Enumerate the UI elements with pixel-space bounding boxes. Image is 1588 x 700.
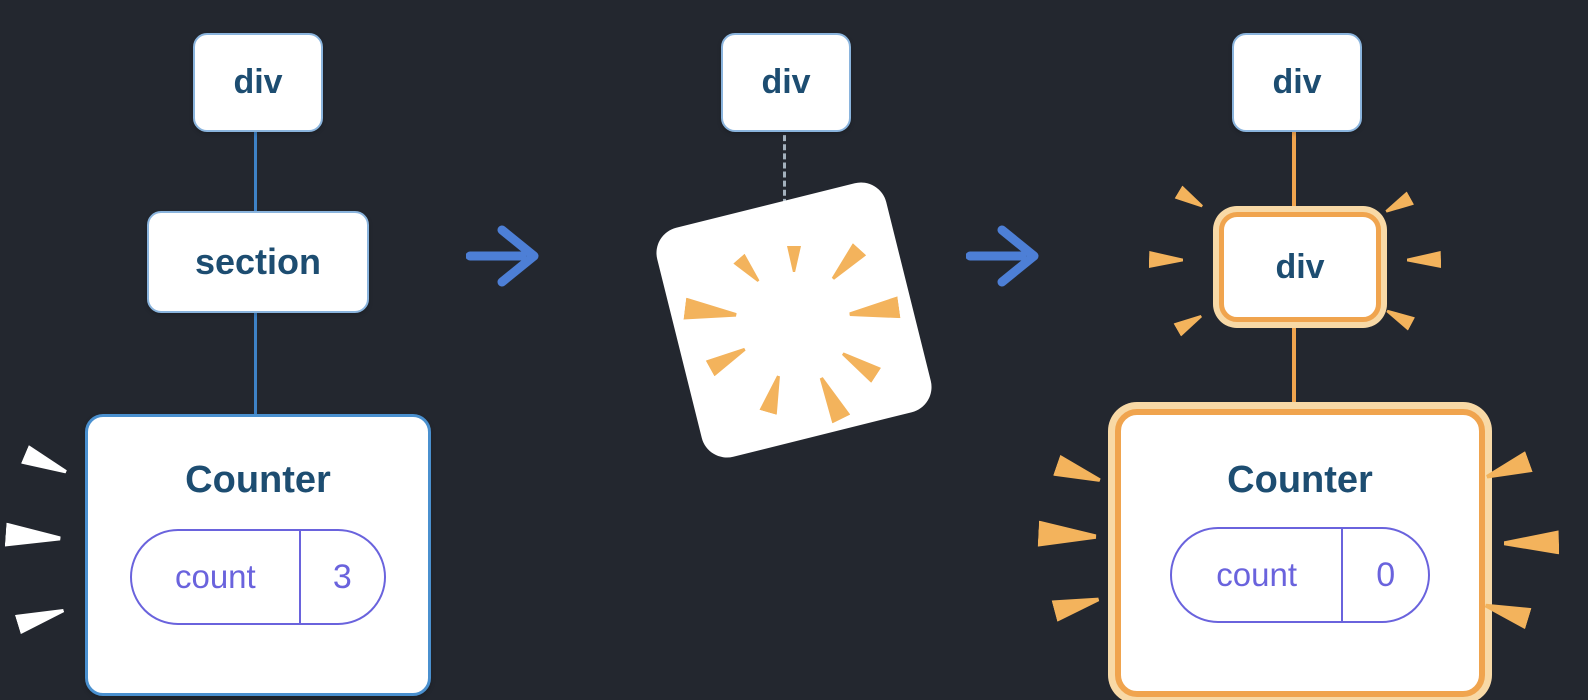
tree-edge-div-section — [254, 126, 257, 214]
node-div-after: div — [1232, 33, 1362, 132]
burst-ray-icon — [1173, 310, 1205, 337]
burst-ray-icon — [1383, 304, 1415, 330]
burst-ray-icon — [1504, 530, 1559, 555]
state-pill: count 0 — [1170, 527, 1430, 623]
node-label: div — [1275, 247, 1325, 286]
node-label: div — [761, 63, 811, 101]
arrow-right-icon — [466, 225, 539, 287]
counter-title: Counter — [1227, 459, 1373, 501]
poof-ray-icon — [21, 445, 70, 481]
burst-ray-icon — [1407, 251, 1441, 269]
counter-title: Counter — [185, 459, 331, 501]
state-key: count — [1172, 529, 1344, 621]
poof-ray-icon — [5, 523, 62, 551]
state-value: 0 — [1376, 555, 1396, 594]
tree-edge-dashed — [783, 126, 786, 214]
tree-edge-section-counter — [254, 307, 257, 417]
poof-card — [650, 176, 938, 464]
burst-ray-icon — [1052, 589, 1102, 622]
arrow-right-icon — [966, 225, 1039, 287]
burst-ray-icon — [1483, 451, 1533, 487]
burst-ray-icon — [1482, 595, 1531, 629]
state-pill: count 3 — [130, 529, 386, 625]
burst-ray-icon — [1053, 455, 1104, 491]
counter-component-after: Counter count 0 — [1115, 409, 1485, 697]
poof-ray-icon — [15, 601, 67, 634]
state-key: count — [132, 531, 301, 623]
counter-content: Counter count 3 — [88, 417, 428, 693]
burst-ray-icon — [1175, 186, 1207, 213]
node-label: div — [1272, 63, 1322, 101]
burst-ray-icon — [1149, 251, 1183, 269]
burst-ray-icon — [1382, 191, 1414, 218]
node-div-replacement: div — [1219, 212, 1381, 322]
tree-edge-div-newdiv — [1292, 126, 1296, 212]
node-label: div — [233, 63, 283, 101]
node-section-before: section — [147, 211, 369, 313]
node-div-before: div — [193, 33, 323, 132]
counter-content: Counter count 0 — [1121, 415, 1479, 691]
burst-ray-icon — [1038, 521, 1097, 550]
node-div-transition: div — [721, 33, 851, 132]
counter-component-before: Counter count 3 — [85, 414, 431, 696]
node-label: section — [194, 241, 322, 282]
state-value: 3 — [332, 557, 352, 596]
tree-edge-newdiv-counter — [1292, 316, 1296, 406]
